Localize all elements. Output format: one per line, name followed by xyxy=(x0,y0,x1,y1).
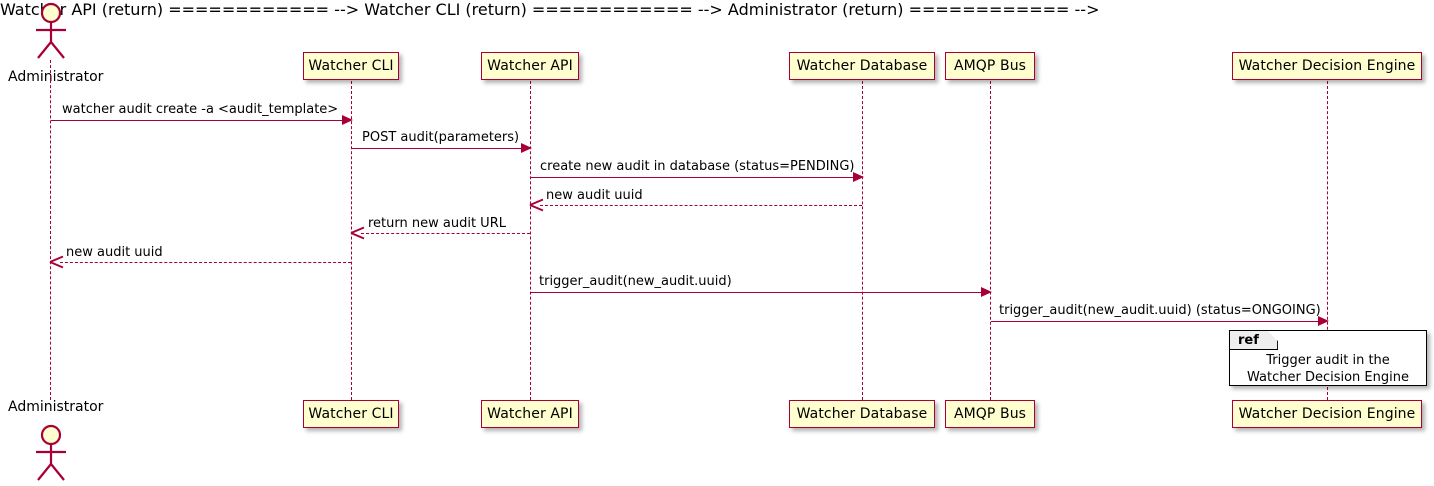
message-arrowhead-3 xyxy=(529,198,544,212)
message-line-2 xyxy=(531,177,856,178)
participant-box-watcher-cli-bottom[interactable]: Watcher CLI xyxy=(303,400,399,428)
participant-box-watcher-database-top[interactable]: Watcher Database xyxy=(789,52,935,80)
ref-fragment-line-1: Trigger audit in the xyxy=(1266,353,1390,368)
message-arrowhead-6 xyxy=(981,287,992,297)
message-label-4: return new audit URL xyxy=(368,216,506,231)
ref-fragment-body: Trigger audit in the Watcher Decision En… xyxy=(1230,352,1426,386)
message-label-5: new audit uuid xyxy=(66,245,163,260)
lifeline-watcher-decision-engine xyxy=(1327,81,1328,400)
actor-administrator-top xyxy=(27,2,75,60)
participant-box-amqp-bus-bottom[interactable]: AMQP Bus xyxy=(945,400,1035,428)
actor-administrator-bottom xyxy=(27,424,75,482)
lifeline-watcher-cli xyxy=(351,81,352,400)
message-label-2: create new audit in database (status=PEN… xyxy=(540,159,855,174)
lifeline-amqp-bus xyxy=(990,81,991,400)
lifeline-watcher-database xyxy=(862,81,863,400)
message-arrowhead-4 xyxy=(350,226,365,240)
message-line-3 xyxy=(540,205,862,206)
actor-label-administrator-bottom: Administrator xyxy=(8,399,104,415)
message-label-0: watcher audit create -a <audit_template> xyxy=(62,102,339,117)
participant-box-watcher-decision-engine-top[interactable]: Watcher Decision Engine xyxy=(1232,52,1422,80)
message-line-7 xyxy=(991,321,1321,322)
message-arrowhead-5 xyxy=(49,255,64,269)
message-arrowhead-0 xyxy=(342,115,353,125)
message-label-7: trigger_audit(new_audit.uuid) (status=ON… xyxy=(999,303,1321,318)
message-arrowhead-2 xyxy=(853,172,864,182)
participant-box-watcher-api-bottom[interactable]: Watcher API xyxy=(481,400,579,428)
message-label-1: POST audit(parameters) xyxy=(362,130,520,145)
message-line-6 xyxy=(531,292,984,293)
message-line-0 xyxy=(51,120,345,121)
message-label-3: new audit uuid xyxy=(546,188,643,203)
lifeline-watcher-api xyxy=(530,81,531,400)
ref-fragment-tab-label: ref xyxy=(1238,332,1259,348)
actor-stick-figure-icon xyxy=(36,424,66,481)
participant-box-amqp-bus-top[interactable]: AMQP Bus xyxy=(945,52,1035,80)
message-label-6: trigger_audit(new_audit.uuid) xyxy=(539,274,732,289)
message-line-4 xyxy=(361,233,530,234)
actor-stick-figure-icon xyxy=(36,2,66,59)
participant-box-watcher-database-bottom[interactable]: Watcher Database xyxy=(789,400,935,428)
participant-box-watcher-decision-engine-bottom[interactable]: Watcher Decision Engine xyxy=(1232,400,1422,428)
ref-fragment-tab: ref xyxy=(1230,331,1278,350)
message-arrowhead-1 xyxy=(521,143,532,153)
ref-fragment-box: ref Trigger audit in the Watcher Decisio… xyxy=(1229,330,1427,386)
actor-label-administrator-top: Administrator xyxy=(8,69,104,85)
message-line-1 xyxy=(352,148,524,149)
lifeline-administrator xyxy=(50,60,51,400)
participant-box-watcher-api-top[interactable]: Watcher API xyxy=(481,52,579,80)
ref-fragment-line-2: Watcher Decision Engine xyxy=(1247,370,1409,385)
message-arrowhead-7 xyxy=(1318,316,1329,326)
participant-box-watcher-cli-top[interactable]: Watcher CLI xyxy=(303,52,399,80)
message-line-5 xyxy=(60,262,351,263)
